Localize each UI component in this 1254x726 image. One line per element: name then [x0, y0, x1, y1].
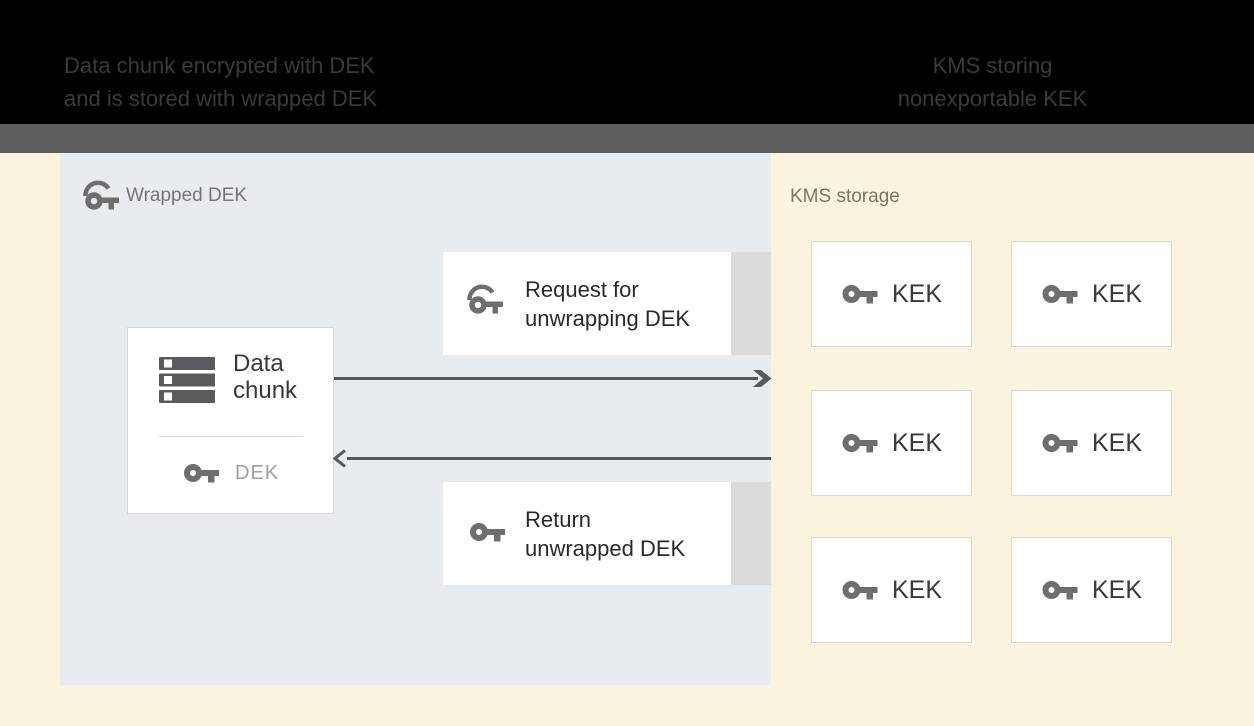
kek-box-6: KEK	[1011, 537, 1172, 643]
kek-box-5: KEK	[811, 537, 972, 643]
request-box: Request for unwrapping DEK	[443, 252, 731, 355]
kek-key-icon	[1041, 281, 1079, 307]
header-gray-band	[0, 124, 1254, 153]
data-chunk-divider	[159, 436, 303, 437]
kms-storage-title: KMS storage	[790, 186, 900, 207]
return-box-line2: unwrapped DEK	[525, 536, 686, 561]
arrow-to-kms	[334, 377, 758, 380]
kek-label: KEK	[891, 279, 943, 308]
kek-label: KEK	[1091, 279, 1143, 308]
header-caption-left-line1: Data chunk encrypted with DEK	[64, 53, 375, 78]
dek-key-icon	[183, 460, 220, 486]
return-box-line1: Return	[525, 507, 592, 532]
data-chunk-box: Data chunk DEK	[127, 327, 334, 514]
data-chunk-label: Data chunk	[233, 350, 298, 404]
data-stack-icon	[159, 357, 215, 403]
request-wrapped-key-icon	[467, 282, 504, 316]
dek-label: DEK	[235, 462, 280, 484]
header-caption-right: KMS storing nonexportable KEK	[820, 49, 1165, 115]
kek-key-icon	[841, 577, 879, 603]
request-box-shadow-strip	[731, 252, 771, 355]
arrow-right-icon	[753, 370, 772, 387]
request-box-line1: Request for	[525, 277, 639, 302]
return-box-shadow-strip	[731, 482, 771, 585]
return-box-label: Return unwrapped DEK	[525, 505, 685, 563]
kek-box-1: KEK	[811, 241, 972, 347]
header-caption-left: Data chunk encrypted with DEK and is sto…	[64, 49, 377, 115]
request-box-line2: unwrapping DEK	[525, 306, 691, 331]
return-key-icon	[469, 519, 506, 545]
kek-key-icon	[1041, 430, 1079, 456]
header-caption-right-line2: nonexportable KEK	[897, 86, 1088, 111]
request-box-label: Request for unwrapping DEK	[525, 275, 690, 333]
return-box: Return unwrapped DEK	[443, 482, 731, 585]
kek-label: KEK	[1091, 428, 1143, 457]
kek-box-3: KEK	[811, 390, 972, 496]
kek-label: KEK	[891, 428, 943, 457]
arrow-from-kms	[347, 457, 771, 460]
arrow-left-icon	[333, 449, 348, 468]
kek-label: KEK	[891, 575, 943, 604]
kek-label: KEK	[1091, 575, 1143, 604]
header-caption-left-line2: and is stored with wrapped DEK	[64, 86, 378, 111]
header-caption-right-line1: KMS storing	[932, 53, 1053, 78]
kek-key-icon	[841, 430, 879, 456]
kek-box-4: KEK	[1011, 390, 1172, 496]
header-black-bar: Data chunk encrypted with DEK and is sto…	[0, 0, 1254, 124]
kek-key-icon	[1041, 577, 1079, 603]
kek-key-icon	[841, 281, 879, 307]
wrapped-key-icon	[83, 178, 120, 212]
wrapped-dek-title: Wrapped DEK	[126, 185, 248, 206]
kek-box-2: KEK	[1011, 241, 1172, 347]
